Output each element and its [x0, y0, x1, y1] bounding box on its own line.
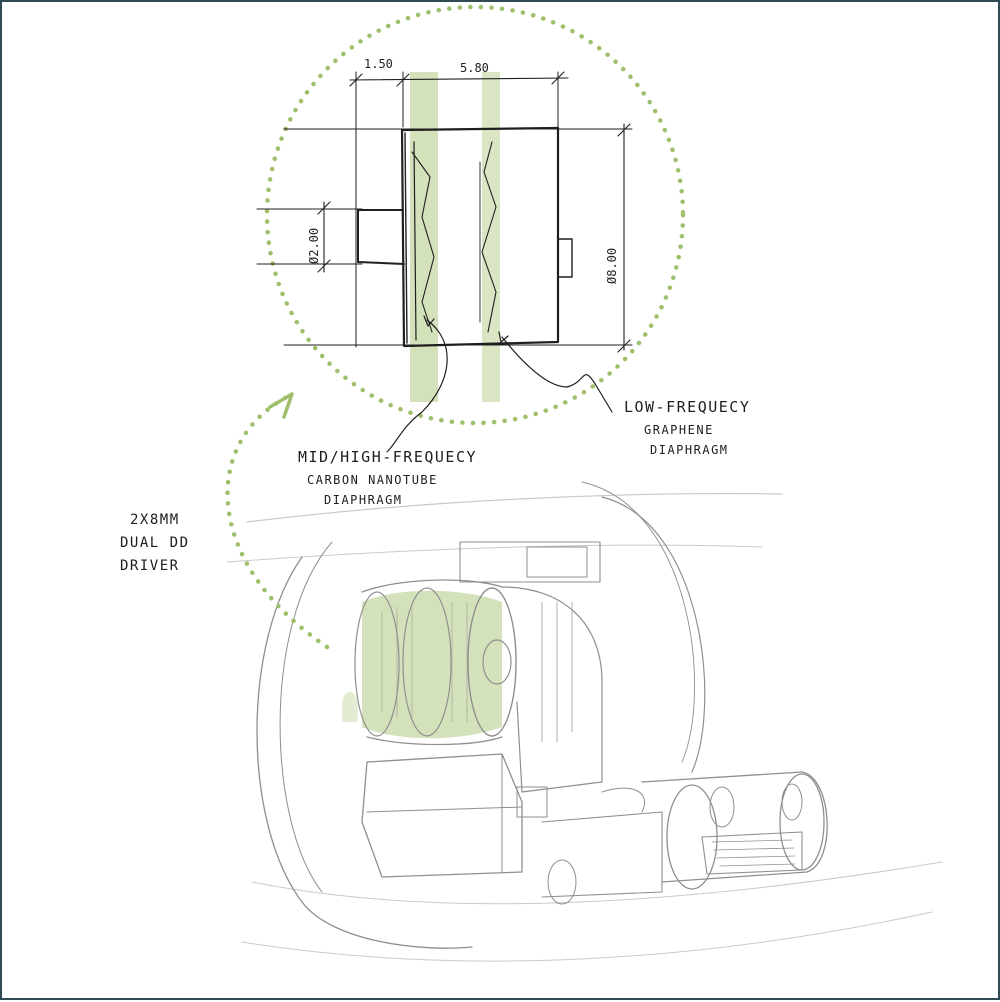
detail-magnifier-circle	[264, 4, 686, 426]
callout-low-line1: LOW-FREQUECY	[624, 398, 750, 416]
callout-low-line2: GRAPHENE	[644, 423, 714, 437]
callout-mid-high-line2: CARBON NANOTUBE	[307, 473, 438, 487]
dimension-1-50: 1.50	[364, 57, 393, 71]
earphone-pencil-sketch	[226, 481, 943, 962]
dimension-diameter-2: Ø2.00	[307, 228, 321, 264]
callout-mid-high-line1: MID/HIGH-FREQUECY	[298, 448, 477, 466]
callout-mid-high: MID/HIGH-FREQUECY CARBON NANOTUBE DIAPHR…	[298, 448, 477, 507]
arrowhead-icon	[268, 392, 294, 419]
callout-low-line3: DIAPHRAGM	[650, 443, 729, 457]
callout-mid-high-line3: DIAPHRAGM	[324, 493, 403, 507]
callout-driver-line1: 2X8MM	[130, 512, 180, 528]
driver-cross-section	[256, 71, 633, 453]
callout-driver-line3: DRIVER	[120, 558, 180, 574]
callout-driver: 2X8MM DUAL DD DRIVER	[120, 512, 190, 574]
callout-low: LOW-FREQUECY GRAPHENE DIAPHRAGM	[624, 398, 750, 457]
dimension-5-80: 5.80	[460, 61, 489, 75]
dual-driver-3d-sketch	[342, 579, 517, 746]
dotted-callout-arrow	[225, 394, 330, 650]
callout-driver-line2: DUAL DD	[120, 535, 190, 551]
dimension-diameter-8: Ø8.00	[605, 248, 619, 284]
